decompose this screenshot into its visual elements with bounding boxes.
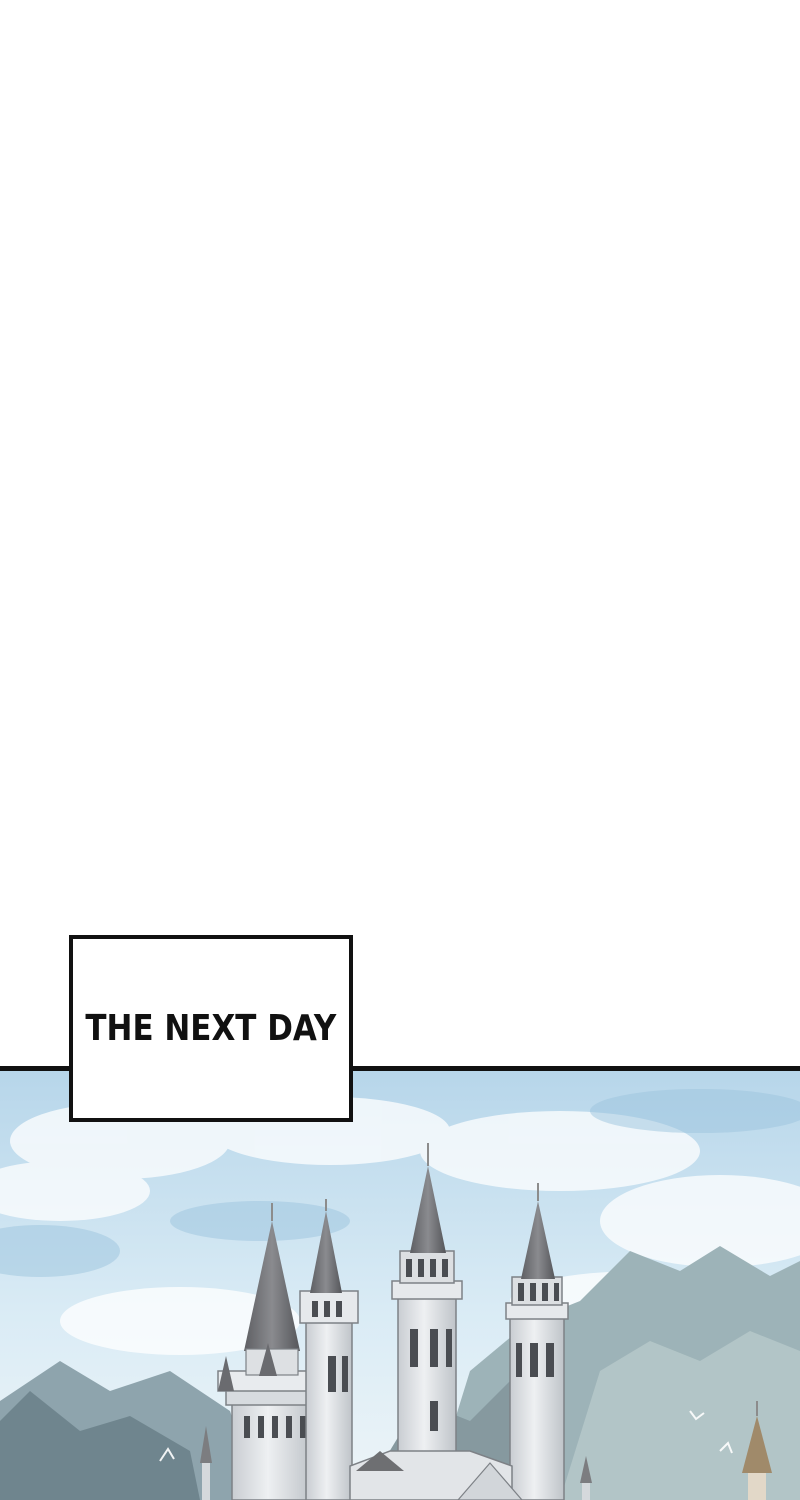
castle-panel [0, 1071, 800, 1500]
castle-illustration-icon [0, 1071, 800, 1500]
blank-panel [0, 0, 800, 1068]
narration-caption-text: THE NEXT DAY [85, 1008, 337, 1049]
panel-top-border [0, 1066, 800, 1071]
narration-caption-box: THE NEXT DAY [69, 935, 353, 1122]
